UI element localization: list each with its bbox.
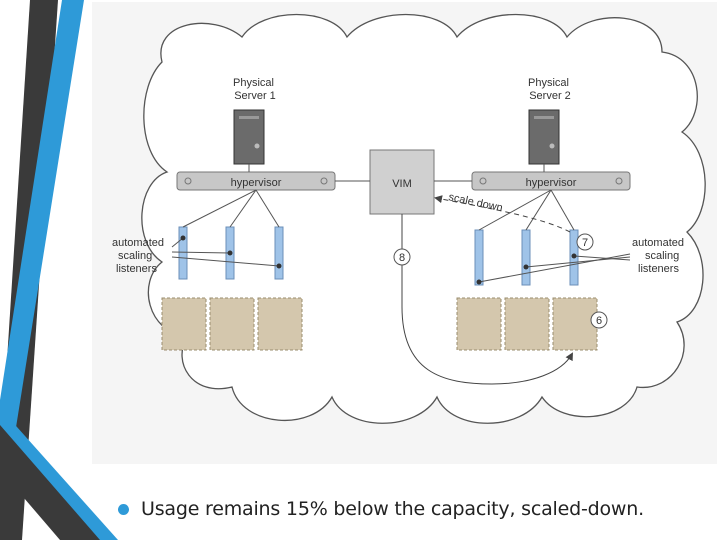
bullet-icon — [118, 503, 129, 515]
vim-label: VIM — [392, 178, 412, 190]
svg-text:8: 8 — [399, 252, 405, 264]
cloud-outline — [141, 13, 706, 424]
step-marker-6: 6 — [590, 311, 608, 329]
caption-text: Usage remains 15% below the capacity, sc… — [141, 498, 644, 520]
server-2-label: Physical Server 2 — [528, 77, 572, 102]
listeners-right-label: automated scaling listeners — [632, 237, 687, 275]
vm-boxes-left — [161, 297, 303, 351]
listeners-left-label: automated scaling listeners — [112, 237, 167, 275]
svg-text:7: 7 — [582, 237, 588, 249]
decor-bottom-blue — [0, 408, 118, 540]
step-marker-8: 8 — [393, 248, 411, 266]
scale-down-arrow — [434, 195, 571, 233]
svg-text:6: 6 — [596, 315, 602, 327]
scaling-diagram: Physical Server 1 Physical Server 2 hype… — [112, 13, 706, 424]
listener-pointers-right — [478, 253, 631, 283]
step-marker-7: 7 — [576, 233, 594, 251]
server-1-label: Physical Server 1 — [233, 77, 277, 102]
physical-server-2-icon — [528, 109, 560, 165]
caption-row: Usage remains 15% below the capacity, sc… — [118, 494, 644, 524]
hypervisor-right-label: hypervisor — [526, 177, 577, 189]
physical-server-1-icon — [233, 109, 265, 165]
vim-to-vm-path — [401, 214, 573, 385]
hypervisor-left-label: hypervisor — [231, 177, 282, 189]
diagram-figure: Physical Server 1 Physical Server 2 hype… — [92, 2, 717, 464]
decor-blue-stripe — [0, 0, 84, 450]
vm-boxes-right — [456, 297, 598, 351]
decor-bottom-dark — [0, 425, 100, 540]
